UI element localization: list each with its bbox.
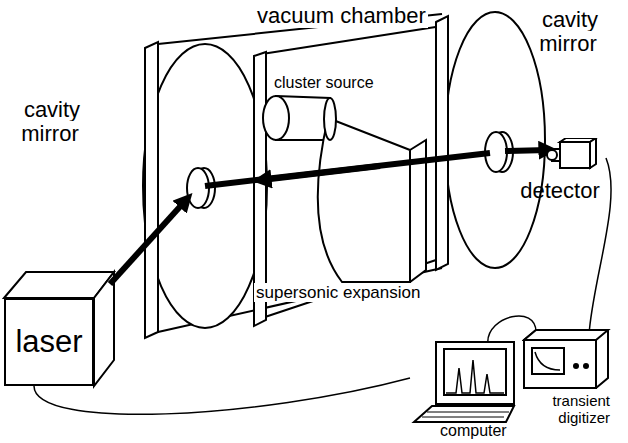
right-plate [436,12,545,270]
unit-icon [522,326,612,396]
node-label: transient digitizer [532,392,610,427]
laser-box: laser [4,298,94,386]
mirror-label: cavity mirror [21,97,80,146]
mirror-label: cavity mirror [524,8,614,56]
chamber-label: vacuum chamber [255,4,435,28]
laser-body [4,272,114,386]
unit-icon [514,138,606,182]
transient-digitizer-unit: transient digitizer [522,326,612,429]
computer-unit: computer [410,338,518,441]
node-label: detector [514,178,606,203]
source-label: cluster source [272,74,376,91]
detector-unit: detector [514,138,606,206]
node-label: computer [440,422,516,440]
left-plate [143,42,267,338]
unit-icon [410,338,518,428]
laser-beam [110,150,548,284]
source-label: cluster source [272,74,382,92]
expansion-label: supersonic expansion [254,284,429,303]
expansion-label: supersonic expansion [254,283,422,302]
chamber-label: vacuum chamber [255,3,428,28]
cavity-mirror-shape [187,132,513,208]
node-label: laser [15,324,82,360]
cluster-source [263,96,426,282]
mirror-label: cavity mirror [539,7,598,56]
mirror-label: cavity mirror [6,98,96,146]
